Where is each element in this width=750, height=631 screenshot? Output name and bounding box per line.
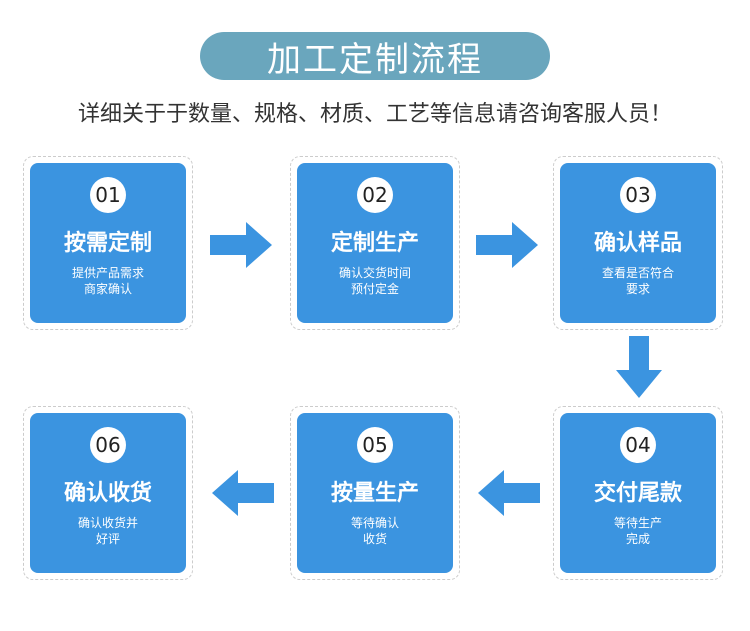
arrow-right-icon (476, 222, 538, 268)
step-desc: 商家确认 (83, 282, 132, 296)
step-desc: 查看是否符合 (601, 266, 674, 280)
step-card-4: 04 交付尾款 等待生产完成 (553, 406, 723, 580)
arrow-left-icon (478, 470, 540, 516)
arrow-right-icon (210, 222, 272, 268)
step-desc: 确认交货时间 (338, 266, 411, 280)
step-desc: 等待生产 (613, 516, 662, 530)
step-title: 确认收货 (63, 481, 152, 506)
step-title: 交付尾款 (593, 481, 682, 506)
step-desc: 完成 (625, 532, 650, 546)
step-number: 01 (90, 177, 126, 213)
step-number: 06 (90, 427, 126, 463)
step-title: 定制生产 (330, 231, 419, 256)
step-title: 按需定制 (63, 231, 152, 256)
arrow-left-icon (212, 470, 274, 516)
step-number: 03 (620, 177, 656, 213)
step-number: 04 (620, 427, 656, 463)
step-desc: 确认收货并 (77, 516, 138, 530)
step-desc: 等待确认 (350, 516, 399, 530)
step-title: 确认样品 (593, 231, 682, 256)
page-title: 加工定制流程 (200, 32, 550, 80)
step-card-3: 03 确认样品 查看是否符合要求 (553, 156, 723, 330)
step-desc: 提供产品需求 (71, 266, 144, 280)
step-card-2: 02 定制生产 确认交货时间预付定金 (290, 156, 460, 330)
step-card-5: 05 按量生产 等待确认收货 (290, 406, 460, 580)
step-desc: 好评 (95, 532, 120, 546)
step-card-6: 06 确认收货 确认收货并好评 (23, 406, 193, 580)
step-desc: 预付定金 (350, 282, 399, 296)
step-desc: 要求 (625, 282, 650, 296)
step-number: 02 (357, 177, 393, 213)
subtitle: 详细关于于数量、规格、材质、工艺等信息请咨询客服人员！ (77, 102, 672, 127)
step-number: 05 (357, 427, 393, 463)
step-desc: 收货 (362, 532, 387, 546)
arrow-down-icon (616, 336, 662, 398)
step-title: 按量生产 (330, 481, 419, 506)
step-card-1: 01 按需定制 提供产品需求商家确认 (23, 156, 193, 330)
